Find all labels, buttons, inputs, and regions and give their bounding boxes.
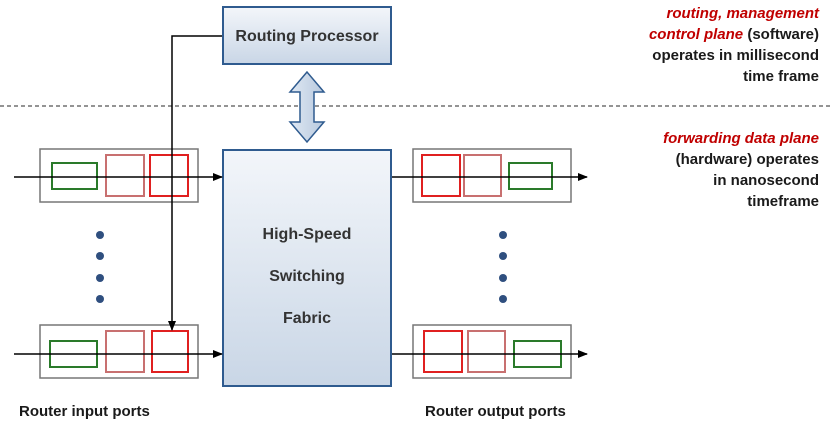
control-plane-line-4: time frame xyxy=(743,68,819,85)
control-plane-term: control plane xyxy=(648,26,744,43)
switching-fabric-box: High-Speed Switching Fabric xyxy=(222,149,392,387)
control-plane-line-1: routing, management xyxy=(666,5,819,22)
control-plane-description: routing, management control plane (softw… xyxy=(559,3,819,87)
data-plane-line-3: in nanosecond xyxy=(713,172,819,189)
routing-processor-label: Routing Processor xyxy=(235,28,378,45)
data-plane-line-4: timeframe xyxy=(747,193,819,210)
fabric-line-3: Fabric xyxy=(283,310,331,327)
queue-red xyxy=(421,154,461,197)
data-plane-description: forwarding data plane (hardware) operate… xyxy=(579,128,819,212)
queue-pink xyxy=(467,330,506,373)
data-plane-line-2: (hardware) operates xyxy=(675,151,819,168)
queue-red xyxy=(423,330,463,373)
input-ports-label: Router input ports xyxy=(19,403,150,420)
queue-red xyxy=(149,154,189,197)
double-headed-arrow-icon xyxy=(288,70,326,144)
input-port-top xyxy=(39,148,199,203)
queue-green xyxy=(508,162,553,190)
fabric-line-1: High-Speed xyxy=(263,226,352,243)
vertical-dots-icon xyxy=(96,231,104,303)
output-port-bottom xyxy=(412,324,572,379)
fabric-line-2: Switching xyxy=(269,268,345,285)
queue-pink xyxy=(463,154,502,197)
routing-processor-box: Routing Processor xyxy=(222,6,392,65)
output-port-top xyxy=(412,148,572,203)
vertical-dots-icon xyxy=(499,231,507,303)
queue-green xyxy=(51,162,98,190)
control-plane-line-2: control plane (software) xyxy=(559,24,819,45)
data-plane-line-1: forwarding data plane xyxy=(663,130,819,147)
control-plane-software: (software) xyxy=(743,26,819,43)
control-plane-line-3: operates in millisecond xyxy=(652,47,819,64)
queue-pink xyxy=(105,330,145,373)
control-arrow xyxy=(168,35,222,331)
queue-pink xyxy=(105,154,145,197)
queue-red xyxy=(151,330,189,373)
input-port-bottom xyxy=(39,324,199,379)
output-ports-label: Router output ports xyxy=(425,403,566,420)
